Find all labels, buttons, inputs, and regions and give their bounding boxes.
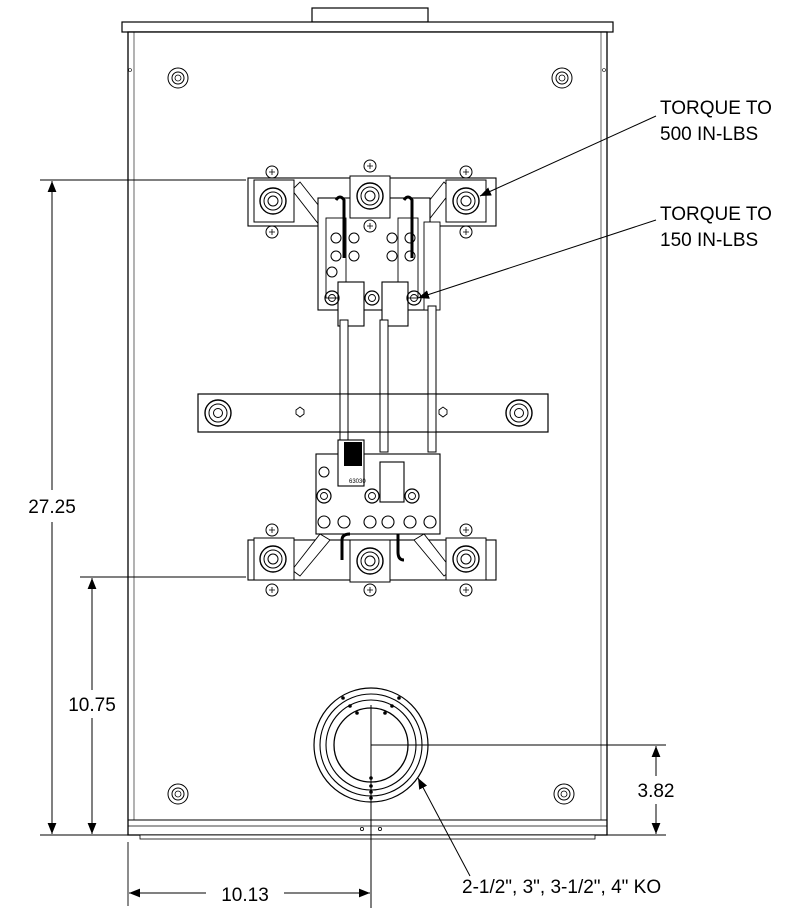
dimension-10-13: 10.13 — [127, 842, 370, 906]
hex-nut-icon — [349, 175, 391, 219]
screw-icon — [459, 523, 473, 537]
dimension-overall-height: 27.25 — [28, 497, 76, 518]
hex-nut-icon — [445, 537, 487, 581]
hex-nut-icon — [505, 399, 533, 427]
screw-icon — [363, 219, 377, 233]
enclosure-top-edge — [121, 21, 614, 33]
callout-torque-150-line1: TORQUE TO — [660, 204, 772, 225]
screw-icon — [265, 583, 279, 597]
enclosure-body — [127, 31, 608, 836]
callout-knockout-label: 2-1/2", 3", 3-1/2", 4" KO — [462, 877, 661, 898]
callout-torque-500-line1: TORQUE TO — [660, 98, 772, 119]
screw-icon — [459, 165, 473, 179]
mounting-hole-icon — [553, 783, 575, 805]
knockout — [313, 687, 666, 908]
stamp-text: 63030 — [349, 479, 366, 485]
arrowhead-icon — [479, 115, 657, 197]
callout-torque-150-line2: 150 IN-LBS — [660, 230, 758, 251]
dimension-width: 10.13 — [221, 885, 269, 906]
hex-nut-icon — [349, 539, 391, 583]
dimension-lower-height: 10.75 — [68, 695, 116, 716]
cross-bracket — [197, 393, 549, 433]
callout-torque-500: TORQUE TO 500 IN-LBS — [479, 98, 772, 197]
screw-icon — [363, 583, 377, 597]
mounting-hole-icon — [167, 67, 189, 89]
callout-torque-500-line2: 500 IN-LBS — [660, 124, 758, 145]
dimension-3-82: 3.82 — [600, 746, 675, 836]
callout-torque-150: TORQUE TO 150 IN-LBS — [417, 204, 772, 299]
screw-icon — [265, 225, 279, 239]
lower-jaw-assembly: 63030 — [247, 439, 497, 597]
hex-nut-icon — [253, 537, 295, 581]
dimension-27-25: 27.25 — [28, 179, 246, 836]
enclosure-bottom-flange — [139, 834, 596, 840]
upper-jaw-assembly — [247, 159, 497, 327]
arrowhead-icon — [417, 219, 657, 299]
screw-icon — [363, 159, 377, 173]
arrowhead-icon — [417, 777, 471, 877]
callout-knockout: 2-1/2", 3", 3-1/2", 4" KO — [417, 777, 661, 898]
hex-nut-icon — [253, 179, 295, 223]
hex-nut-icon — [204, 399, 232, 427]
hex-nut-icon — [445, 179, 487, 223]
mounting-hole-icon — [167, 783, 189, 805]
screw-icon — [459, 583, 473, 597]
screw-icon — [265, 523, 279, 537]
dimension-10-75: 10.75 — [68, 576, 246, 834]
mounting-hole-icon — [551, 67, 573, 89]
screw-icon — [265, 165, 279, 179]
screw-icon — [459, 225, 473, 239]
dimension-ko-height: 3.82 — [638, 781, 675, 802]
top-hub — [311, 7, 429, 23]
